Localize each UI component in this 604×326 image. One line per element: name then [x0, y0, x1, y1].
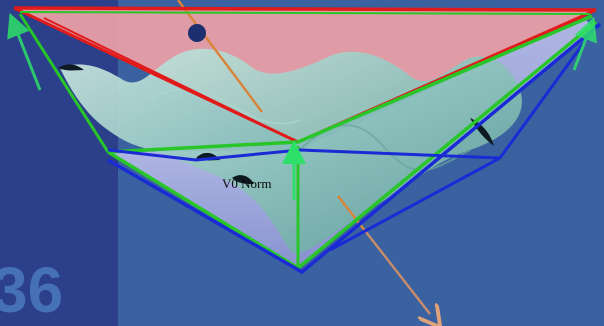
edge-green-diag	[296, 20, 598, 270]
slide-number: 36	[0, 254, 64, 326]
edge-green-top	[19, 11, 591, 15]
marker-dot	[188, 24, 206, 42]
edge-blue-outer	[107, 22, 602, 275]
normal-arrow-left	[7, 12, 42, 91]
edge-blue-inner	[498, 25, 598, 159]
edge-blue-spoke	[329, 156, 501, 252]
left-band	[0, 0, 118, 326]
edge-blue-right	[299, 148, 501, 160]
normal-ray-tail	[365, 231, 430, 314]
surface-fold	[58, 64, 84, 71]
surface-fold	[232, 175, 254, 184]
normal-ray	[177, 0, 263, 113]
edge-blue-left	[107, 148, 301, 162]
edge-red-outer	[13, 6, 597, 12]
normal-arrow-right	[572, 16, 597, 71]
vertex-normal-label: V0 Norm	[222, 176, 272, 191]
normal-ray-lower	[337, 195, 367, 233]
surface-ridge-2	[149, 88, 301, 125]
edge-green-bottom	[107, 150, 299, 270]
edge-green-left	[18, 13, 110, 153]
